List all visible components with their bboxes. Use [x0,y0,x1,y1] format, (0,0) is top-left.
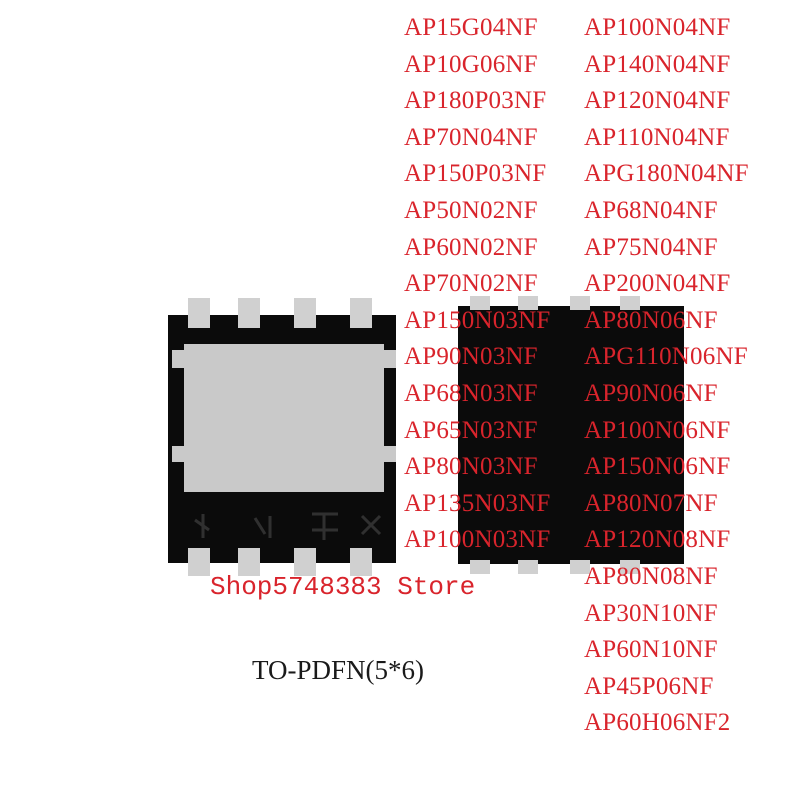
store-label: Shop5748383 Store [210,572,476,602]
part-number: AP50N02NF [404,196,538,224]
watermark [194,512,382,540]
part-number: AP68N03NF [404,379,538,407]
chip-bottom-view [168,298,396,576]
part-number: AP110N04NF [584,123,730,151]
part-number: AP70N02NF [404,270,538,298]
part-number: AP15G04NF [404,14,538,41]
part-number: AP180P03NF [404,87,547,115]
part-number: AP10G06NF [404,50,538,78]
part-number: APG180N04NF [584,160,749,188]
package-label: TO-PDFN(5*6) [252,655,425,685]
part-number: AP140N04NF [584,50,731,78]
part-number: AP150N03NF [404,306,551,334]
part-number: AP100N04NF [584,14,731,41]
part-number: AP60N10NF [584,636,718,664]
part-number: AP80N06NF [584,306,718,334]
part-list-right: AP100N04NF AP140N04NF AP120N04NF AP110N0… [584,10,749,742]
part-number: AP70N04NF [404,123,538,151]
part-number: AP150P03NF [404,160,547,188]
part-list-left: AP15G04NF AP10G06NF AP180P03NF AP70N04NF… [404,10,550,559]
part-number: AP120N04NF [584,87,731,115]
part-number: AP60N02NF [404,233,538,261]
part-number: AP200N04NF [584,270,731,298]
part-number: AP80N08NF [584,562,718,590]
part-number: AP135N03NF [404,489,551,517]
part-number: AP100N03NF [404,526,551,554]
part-number: AP80N03NF [404,453,538,481]
part-number: AP120N08NF [584,526,731,554]
part-number: AP60H06NF2 [584,709,731,737]
part-number: AP80N07NF [584,489,718,517]
part-number: AP30N10NF [584,599,718,627]
part-number: AP150N06NF [584,453,731,481]
part-number: AP68N04NF [584,196,718,224]
chip-top-view [458,296,684,574]
part-number: AP90N03NF [404,343,538,371]
part-number: APG110N06NF [584,343,748,371]
part-number: AP65N03NF [404,416,538,444]
part-number: AP90N06NF [584,379,718,407]
part-number: AP100N06NF [584,416,731,444]
part-number: AP45P06NF [584,672,714,700]
part-number: AP75N04NF [584,233,718,261]
